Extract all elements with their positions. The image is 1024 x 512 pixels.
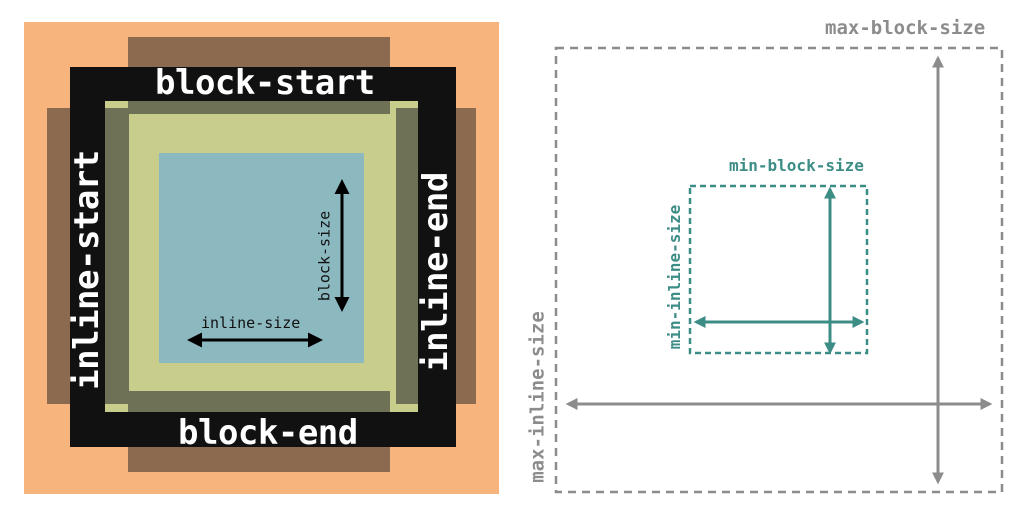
inline-size-label: inline-size — [201, 314, 301, 332]
min-block-size-label: min-block-size — [729, 156, 864, 175]
margin-band-block-start — [128, 37, 390, 67]
padding-band-inline-start — [105, 108, 129, 404]
margin-band-inline-start — [47, 108, 70, 404]
max-size-box — [554, 46, 1004, 494]
margin-band-inline-end — [456, 108, 476, 404]
padding-band-inline-end — [396, 108, 418, 404]
min-size-box — [688, 184, 869, 355]
content-area — [159, 153, 364, 363]
padding-band-block-start — [128, 101, 390, 114]
max-block-size-label: max-block-size — [825, 17, 986, 39]
margin-band-block-end — [128, 447, 390, 472]
padding-band-block-end — [128, 391, 390, 412]
block-end-label: block-end — [178, 413, 358, 453]
block-start-label: block-start — [155, 63, 375, 103]
